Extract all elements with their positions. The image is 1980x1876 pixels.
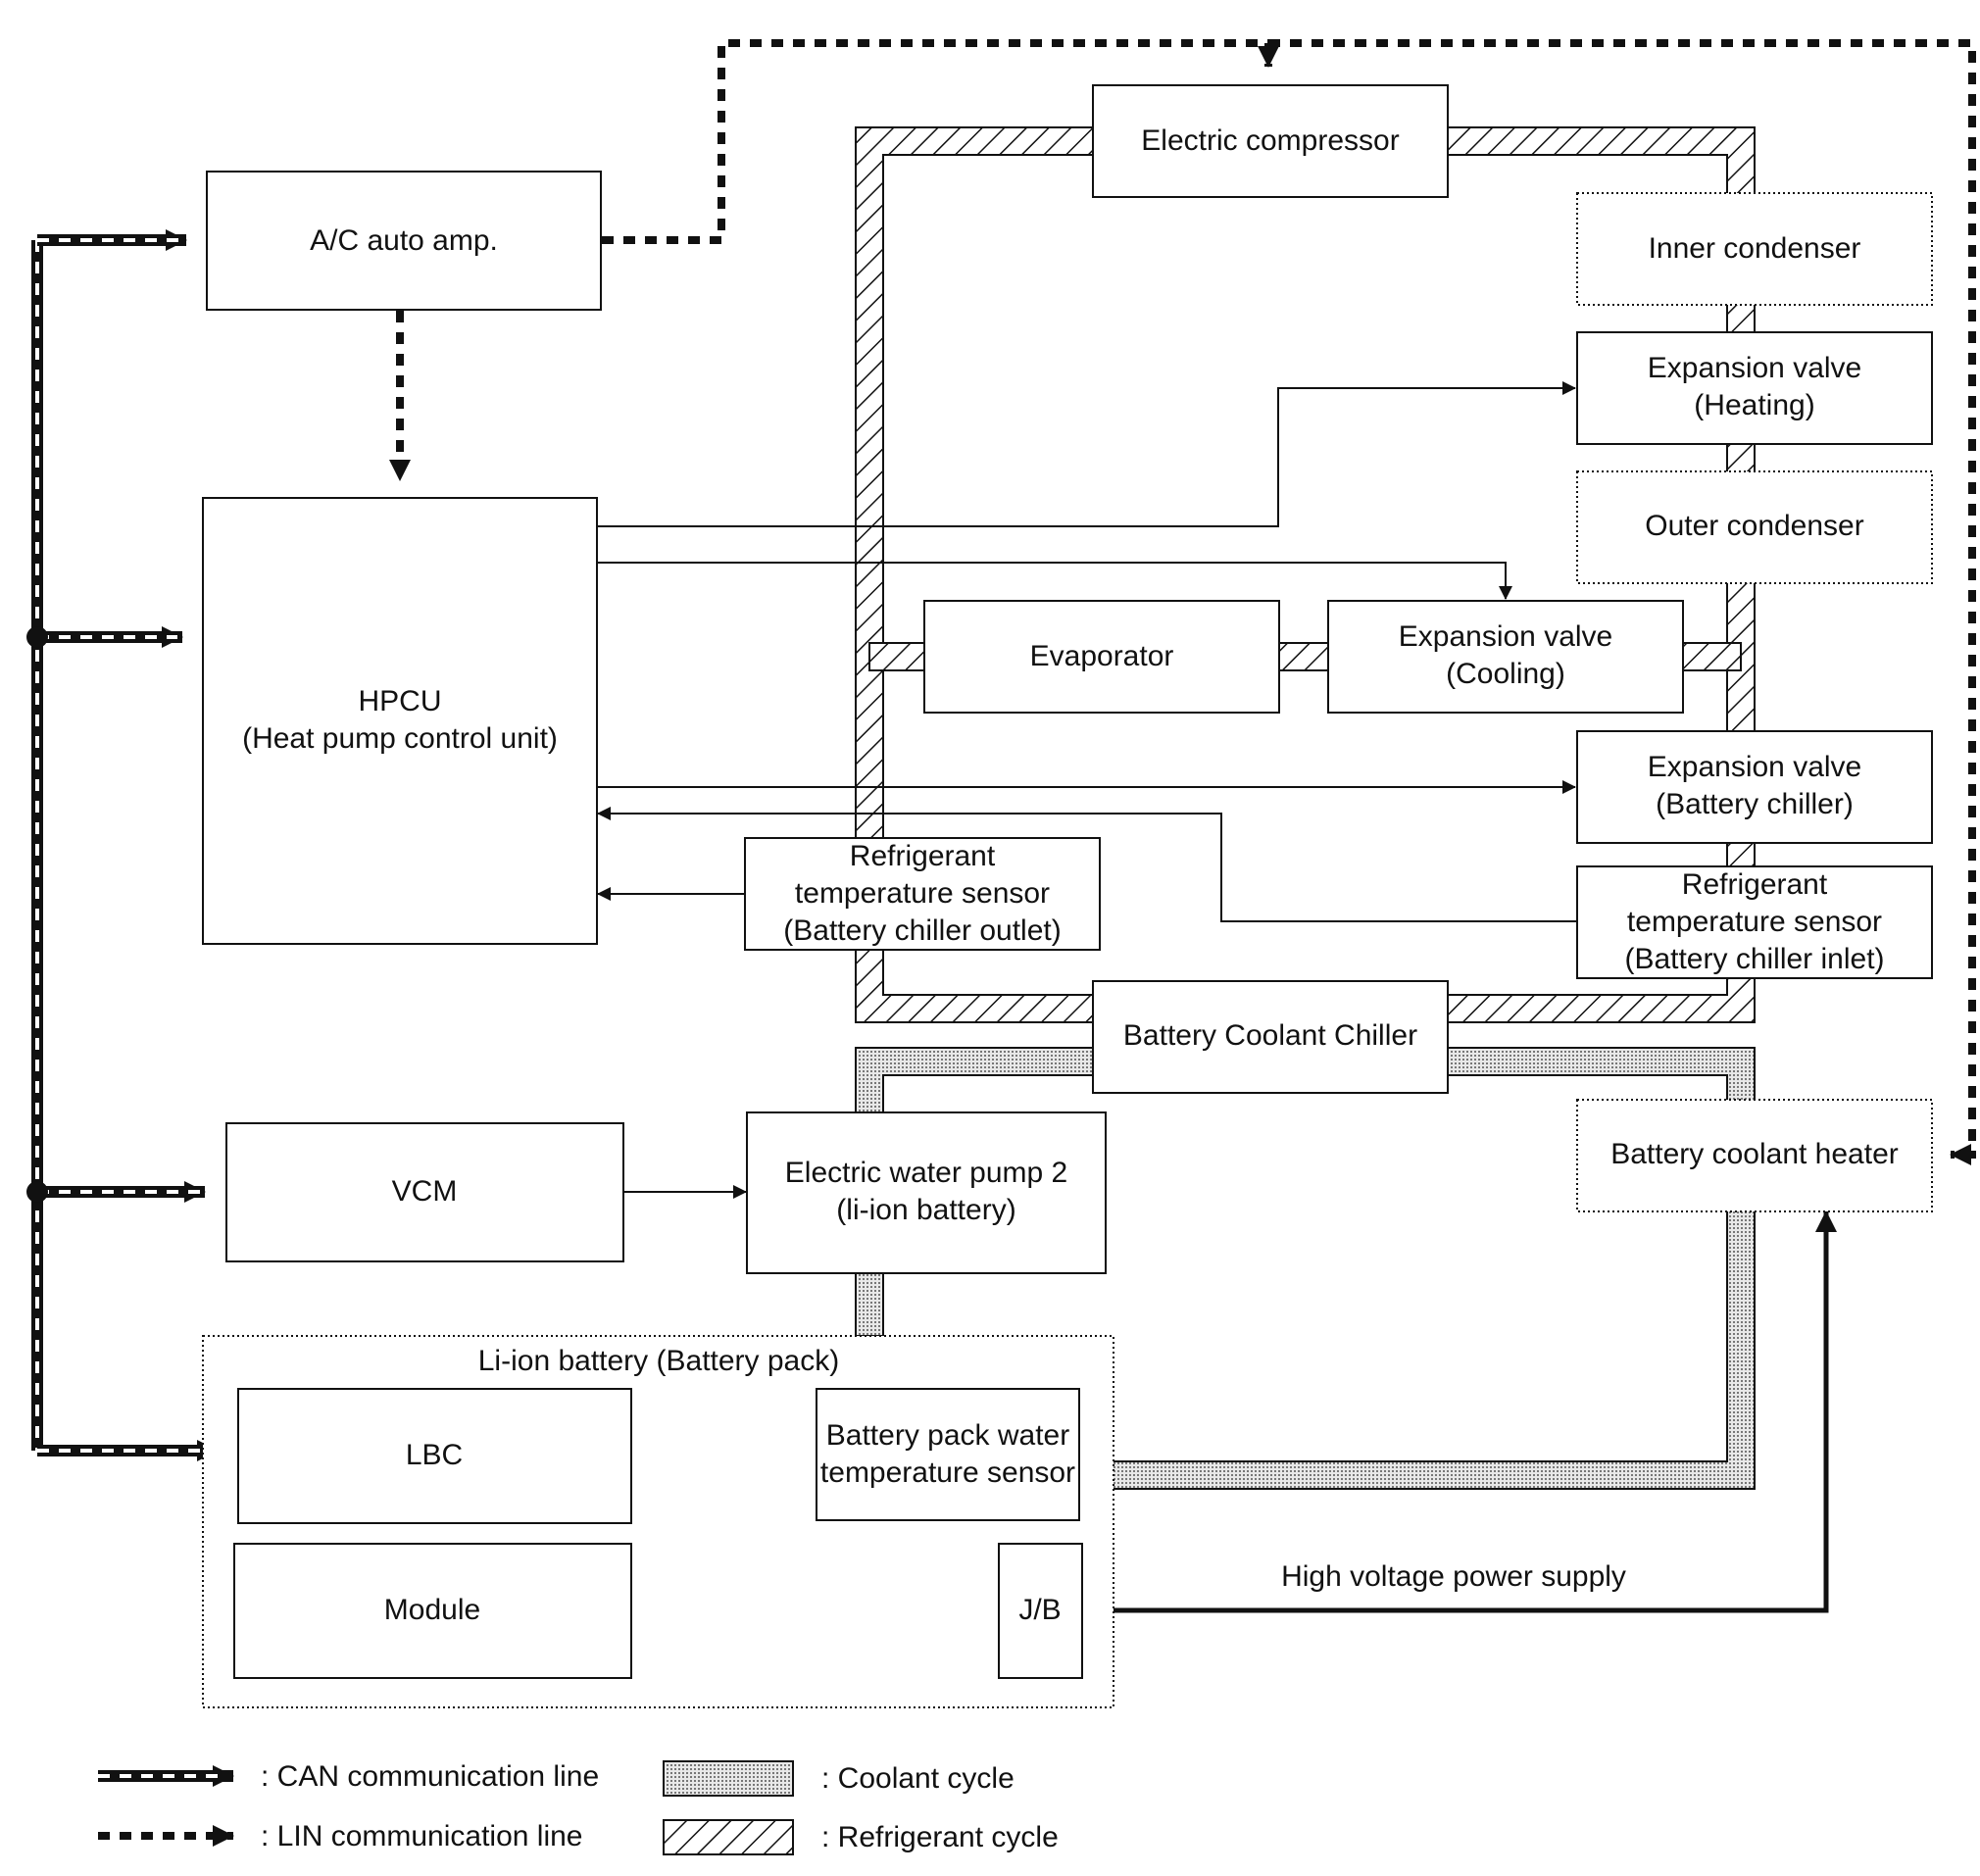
battery-coolant-heater-label: Battery coolant heater [1610, 1138, 1899, 1170]
expansion-valve-heating-box: Expansion valve (Heating) [1576, 331, 1933, 445]
evaporator-box: Evaporator [923, 600, 1280, 714]
batt-water-temp-line1-label: Battery pack water [826, 1419, 1069, 1452]
exp-chiller-line2-label: (Battery chiller) [1656, 788, 1854, 820]
legend-can-label: : CAN communication line [261, 1760, 599, 1793]
coolant-pipe-heater-return [1110, 1205, 1756, 1490]
exp-cooling-line2-label: (Cooling) [1446, 658, 1565, 690]
legend-refrigerant-swatch [663, 1819, 794, 1855]
jb-label: J/B [1018, 1594, 1061, 1626]
ac-auto-amp-label: A/C auto amp. [310, 224, 498, 257]
signal-hpcu-to-exp-heating [598, 381, 1576, 527]
sensor-outlet-line2-label: temperature sensor [795, 877, 1050, 910]
sensor-inlet-line1-label: Refrigerant [1682, 868, 1828, 901]
water-pump-line2-label: (li-ion battery) [836, 1194, 1015, 1226]
outer-condenser-label: Outer condenser [1645, 510, 1863, 542]
hpcu-line2-label: (Heat pump control unit) [242, 722, 558, 755]
exp-heating-line1-label: Expansion valve [1648, 352, 1861, 384]
liion-battery-title: Li-ion battery (Battery pack) [478, 1345, 839, 1377]
battery-coolant-chiller-box: Battery Coolant Chiller [1092, 980, 1449, 1094]
electric-compressor-label: Electric compressor [1141, 124, 1399, 157]
exp-heating-line2-label: (Heating) [1694, 389, 1814, 421]
refrigerant-temp-sensor-outlet-box: Refrigerant temperature sensor (Battery … [744, 837, 1101, 951]
electric-water-pump-box: Electric water pump 2 (li-ion battery) [746, 1111, 1107, 1274]
exp-chiller-line1-label: Expansion valve [1648, 751, 1861, 783]
electric-compressor-box: Electric compressor [1092, 84, 1449, 198]
legend-refrigerant-label: : Refrigerant cycle [821, 1821, 1059, 1853]
jb-box: J/B [998, 1543, 1083, 1679]
vcm-label: VCM [392, 1175, 458, 1208]
module-box: Module [233, 1543, 632, 1679]
lbc-label: LBC [406, 1439, 463, 1471]
legend-coolant-swatch [663, 1760, 794, 1797]
refrigerant-temp-sensor-inlet-box: Refrigerant temperature sensor (Battery … [1576, 865, 1933, 979]
lin-to-battery-coolant-heater [1268, 39, 1976, 1165]
lbc-box: LBC [237, 1388, 632, 1524]
inner-condenser-label: Inner condenser [1649, 232, 1861, 265]
battery-pack-water-temp-sensor-box: Battery pack water temperature sensor [816, 1388, 1080, 1521]
signal-inlet-sensor-to-hpcu [597, 807, 1577, 922]
evaporator-label: Evaporator [1030, 640, 1174, 672]
legend-coolant-label: : Coolant cycle [821, 1762, 1015, 1795]
legend: : CAN communication line : LIN communica… [98, 1760, 1059, 1855]
module-label: Module [384, 1594, 480, 1626]
vcm-box: VCM [225, 1122, 624, 1262]
battery-coolant-heater-box: Battery coolant heater [1576, 1099, 1933, 1212]
water-pump-line1-label: Electric water pump 2 [785, 1157, 1067, 1189]
can-junction-dot [26, 626, 48, 648]
signal-hpcu-to-exp-cooling [598, 562, 1512, 600]
legend-lin-label: : LIN communication line [261, 1820, 582, 1852]
ac-auto-amp-box: A/C auto amp. [206, 171, 602, 311]
sensor-inlet-line2-label: temperature sensor [1627, 906, 1882, 938]
inner-condenser-box: Inner condenser [1576, 192, 1933, 306]
can-junction-dot [26, 1181, 48, 1203]
lin-lines [389, 39, 1976, 1165]
batt-water-temp-line2-label: temperature sensor [820, 1456, 1075, 1489]
lin-ac-amp-to-compressor [602, 39, 1279, 244]
sensor-outlet-line3-label: (Battery chiller outlet) [783, 914, 1061, 947]
hpcu-box: HPCU (Heat pump control unit) [202, 497, 598, 945]
liion-battery-pack: Li-ion battery (Battery pack) LBC Module… [202, 1335, 1114, 1708]
expansion-valve-cooling-box: Expansion valve (Cooling) [1327, 600, 1684, 714]
sensor-outlet-line1-label: Refrigerant [850, 840, 996, 872]
expansion-valve-battery-chiller-box: Expansion valve (Battery chiller) [1576, 730, 1933, 844]
exp-cooling-line1-label: Expansion valve [1399, 620, 1612, 653]
hpcu-line1-label: HPCU [358, 685, 441, 717]
sensor-inlet-line3-label: (Battery chiller inlet) [1624, 943, 1884, 975]
outer-condenser-box: Outer condenser [1576, 470, 1933, 584]
coolant-pipe-pump-down [855, 1268, 884, 1337]
can-bus [26, 229, 219, 1461]
battery-coolant-chiller-label: Battery Coolant Chiller [1123, 1019, 1417, 1052]
high-voltage-label: High voltage power supply [1281, 1560, 1626, 1593]
